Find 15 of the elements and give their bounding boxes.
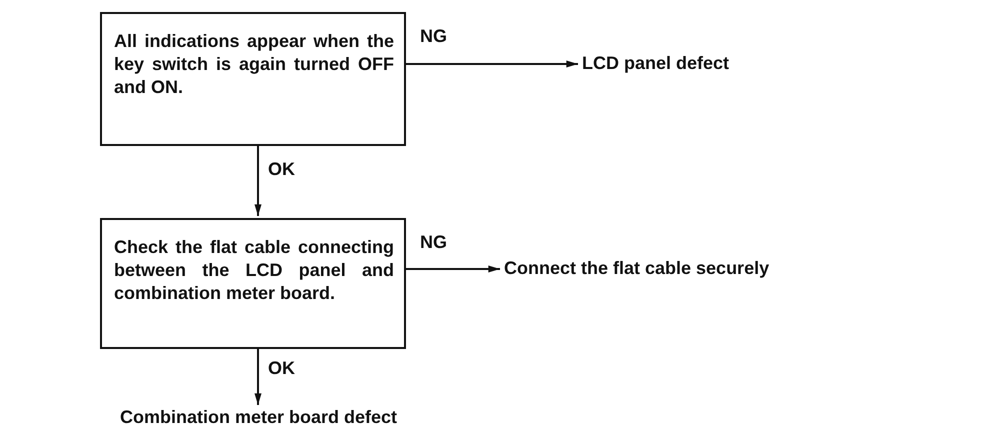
- step-text: Check the flat cable connecting between the LCD panel and combination meter board.: [114, 236, 394, 306]
- edge-label: NG: [420, 27, 447, 45]
- result-text: Connect the flat cable securely: [504, 257, 770, 280]
- arrow: [254, 349, 262, 405]
- process-box: [100, 218, 406, 349]
- arrow: [254, 146, 262, 216]
- edge-label: NG: [420, 233, 447, 251]
- result-text: LCD panel defect: [582, 52, 730, 76]
- process-box: [100, 12, 406, 146]
- arrow: [406, 60, 578, 68]
- edge-label: OK: [268, 160, 295, 178]
- edge-label: OK: [268, 359, 295, 377]
- arrow: [406, 266, 500, 272]
- step-text: All indications appear when the key switch is again turned OFF and ON.: [114, 30, 394, 100]
- result-text: Combination meter board defect: [120, 406, 398, 430]
